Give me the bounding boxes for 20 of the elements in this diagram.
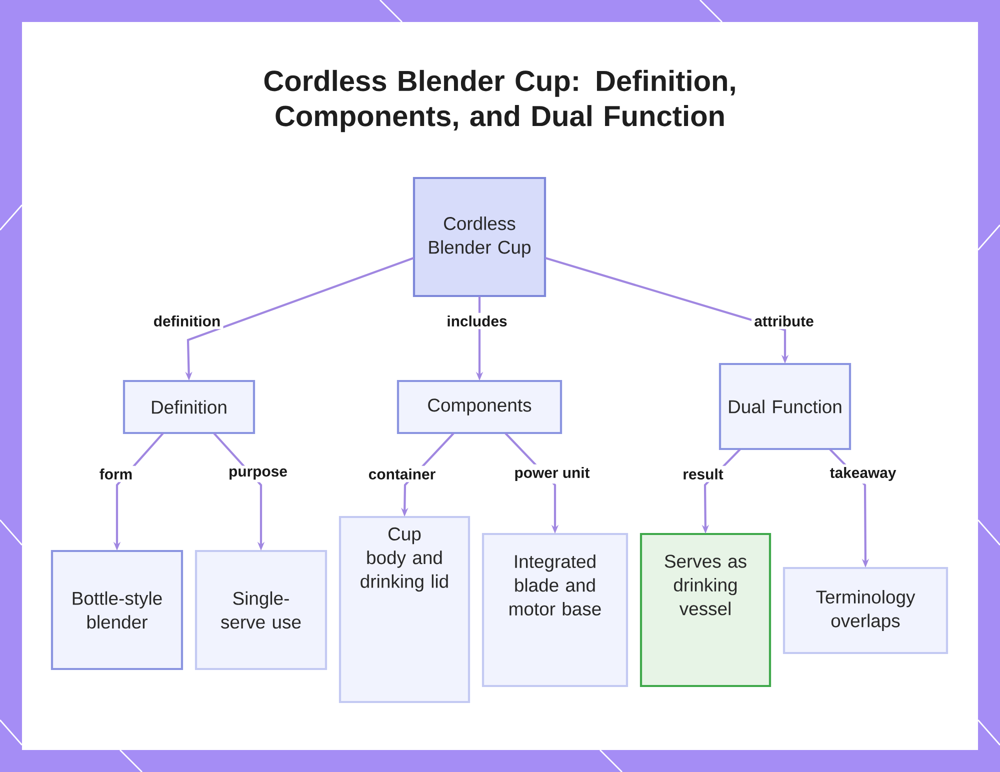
edge-label: takeaway [827,464,899,484]
root-box: Cordless Blender Cup [412,176,546,298]
concept-box: Bottle-style blender [50,550,184,670]
title: Cordless Blender Cup: Definition, Components, and Dual Function [264,70,735,132]
edge-label: includes [444,312,510,330]
concept-box: Serves as drinking vessel [640,532,772,688]
edge-label: purpose [226,466,290,482]
edge-label: form [96,466,136,482]
edge-label: container [366,466,438,482]
edge-label: power unit [512,464,592,484]
edge-label: result [680,466,726,482]
concept-box: Definition [122,380,256,434]
edge-label: attribute [752,312,817,330]
concept-box: Integrated blade and motor base [482,532,628,688]
concept-box: Single-serve use [194,550,328,670]
concept-box: Terminology overlaps [782,566,948,654]
concept-box: Components [396,380,562,434]
concept-box: Dual Function [718,362,852,450]
concept-box: Cup body and drinking lid [338,516,470,704]
edge-label: definition [150,312,224,330]
